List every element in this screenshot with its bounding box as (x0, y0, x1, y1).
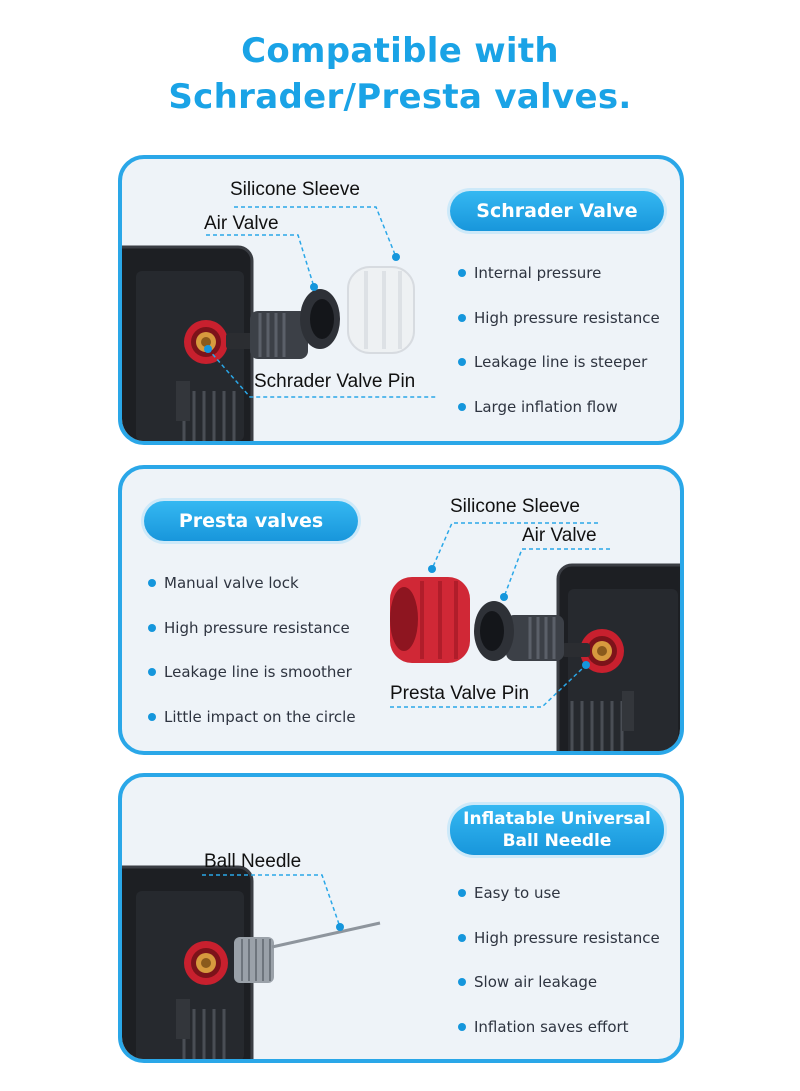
list-item: High pressure resistance (458, 928, 678, 973)
ball-needle-feature-list: Easy to use High pressure resistance Slo… (458, 883, 678, 1060)
presta-valve-badge-text: Presta valves (178, 510, 324, 532)
ball-needle-badge-line-1: Inflatable Universal (463, 809, 651, 829)
presta-air-valve-label: Air Valve (522, 525, 597, 546)
presta-pin-icon (562, 643, 590, 657)
headline-line-1: Compatible with (241, 31, 559, 71)
presta-feature-list: Manual valve lock High pressure resistan… (148, 573, 388, 751)
ball-needle-icon (234, 921, 381, 983)
ball-needle-label: Ball Needle (204, 851, 302, 872)
air-valve-icon (250, 289, 340, 359)
list-item: Easy to use (458, 883, 678, 928)
pump-body-icon (122, 245, 254, 441)
pump-body-icon (122, 865, 254, 1059)
schrader-valve-badge-text: Schrader Valve (476, 200, 638, 222)
ball-needle-badge: Inflatable Universal Ball Needle (450, 805, 664, 855)
list-item: Manual valve lock (148, 573, 388, 618)
schrader-air-valve-label: Air Valve (204, 213, 279, 234)
schrader-valve-card: Silicone Sleeve Air Valve Schrader Valve… (118, 155, 684, 445)
list-item: Little impact on the circle (148, 707, 388, 752)
list-item: Large inflation flow (458, 397, 678, 442)
list-item: Slow air leakage (458, 972, 678, 1017)
schrader-pin-label: Schrader Valve Pin (254, 371, 416, 392)
schrader-illustration (122, 206, 438, 441)
list-item: High pressure resistance (458, 308, 678, 353)
ball-needle-badge-line-2: Ball Needle (502, 831, 612, 851)
list-item: High pressure resistance (148, 618, 388, 663)
list-item: Leakage line is smoother (148, 662, 388, 707)
schrader-feature-list: Internal pressure High pressure resistan… (458, 263, 678, 441)
page-headline: Compatible with Schrader/Presta valves. (0, 28, 800, 120)
list-item: Internal pressure (458, 263, 678, 308)
presta-illustration (390, 522, 680, 751)
ball-needle-illustration (122, 865, 381, 1059)
air-valve-icon (474, 601, 564, 661)
presta-sleeve-label: Silicone Sleeve (450, 496, 580, 517)
presta-valve-card: Silicone Sleeve Air Valve Presta Valve P… (118, 465, 684, 755)
headline-line-2: Schrader/Presta valves. (168, 77, 632, 117)
presta-valve-badge: Presta valves (144, 501, 358, 541)
silicone-sleeve-icon (347, 266, 415, 354)
list-item: Inflation saves effort (458, 1017, 678, 1060)
schrader-sleeve-label: Silicone Sleeve (230, 179, 360, 200)
list-item: Leakage line is steeper (458, 352, 678, 397)
pump-body-icon (556, 563, 680, 751)
ball-needle-card: Ball Needle Inflatable Universal Ball Ne… (118, 773, 684, 1063)
schrader-valve-badge: Schrader Valve (450, 191, 664, 231)
presta-pin-label: Presta Valve Pin (390, 683, 530, 704)
silicone-sleeve-icon (390, 577, 470, 663)
